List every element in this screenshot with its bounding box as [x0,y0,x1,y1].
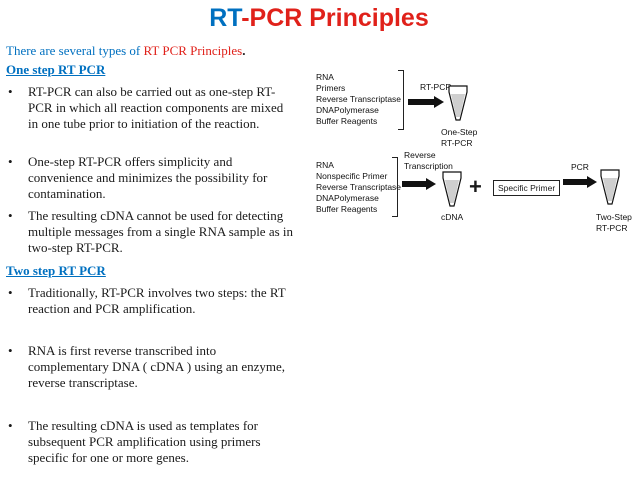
cdna-label: cDNA [441,212,464,222]
pcr-arrow [563,176,597,188]
two-step-result-label: Two-Step RT-PCR [596,212,632,233]
reverse-transcription-label: Reverse Transcription [404,150,453,171]
intro-text: There are several types of RT PCR Princi… [6,43,245,59]
two-step-components: RNA Nonspecific Primer Reverse Transcrip… [316,160,402,214]
one-step-arrow [408,96,444,108]
plus-sign: + [469,174,482,199]
intro-highlight: RT PCR Principles [143,43,243,58]
specific-primer-box: Specific Primer [493,180,561,196]
bullet-mark: • [8,343,13,358]
bullet-mark: • [8,208,13,223]
two-step-bullet-3: • The resulting cDNA is used as template… [8,418,261,465]
cdna-tube [442,171,462,207]
two-step-heading: Two step RT PCR [6,263,106,278]
bullet-mark: • [8,285,13,300]
slide-title: RT-PCR Principles [0,4,638,33]
one-step-bracket [398,70,404,130]
intro-prefix: There are several types of [6,43,144,58]
one-step-process-label: RT-PCR [420,82,452,92]
one-step-bullet-3: • The resulting cDNA cannot be used for … [8,208,294,255]
intro-suffix: . [242,43,246,58]
pcr-label: PCR [571,162,589,172]
bullet-mark: • [8,84,13,99]
two-step-bracket [392,157,398,217]
reverse-transcription-arrow [402,178,436,190]
title-rest: -PCR Principles [241,4,429,32]
bullet-mark: • [8,154,13,169]
one-step-bullet-1: • RT-PCR can also be carried out as one-… [8,84,284,131]
one-step-heading: One step RT PCR [6,62,106,77]
one-step-result-label: One-Step RT-PCR [441,127,478,148]
title-rt: RT [209,4,242,32]
two-step-bullet-2: • RNA is first reverse transcribed into … [8,343,286,390]
one-step-bullet-2: • One-step RT-PCR offers simplicity and … [8,154,268,201]
two-step-tube [600,169,620,205]
bullet-mark: • [8,418,13,433]
one-step-components: RNA Primers Reverse Transcriptase DNAPol… [316,72,402,126]
one-step-tube [448,85,468,121]
two-step-bullet-1: • Traditionally, RT-PCR involves two ste… [8,285,286,316]
